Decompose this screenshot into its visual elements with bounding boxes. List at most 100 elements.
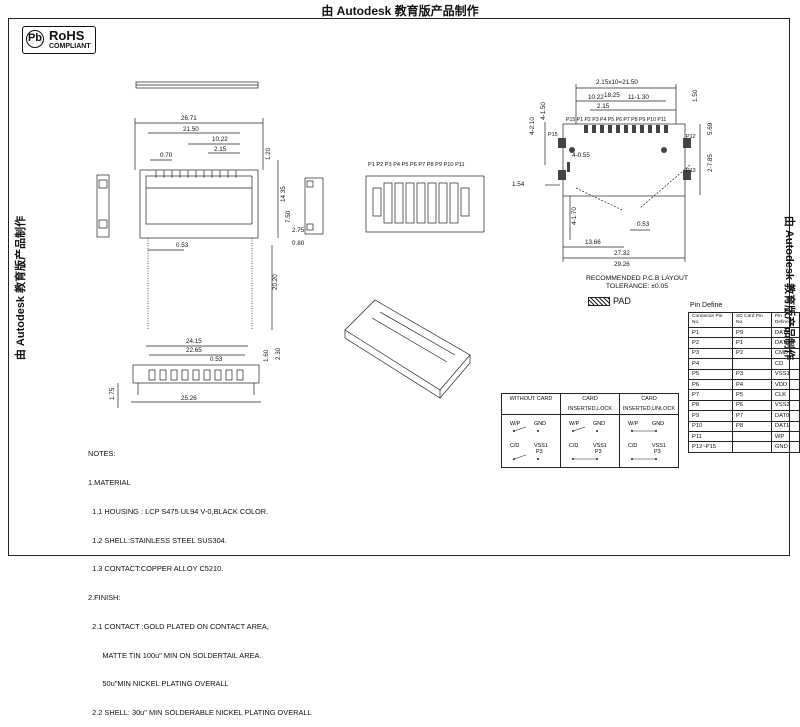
front-view-body bbox=[139, 169, 259, 239]
dim-2-75: 2.75 bbox=[292, 227, 305, 234]
dim-25-26: 25.26 bbox=[181, 395, 197, 402]
svg-text:C/D: C/D bbox=[569, 443, 578, 449]
table-cell: P9 bbox=[687, 410, 734, 422]
pad-legend: PAD bbox=[588, 296, 631, 307]
pcb-dim-1-50: 1.50 bbox=[692, 89, 699, 102]
svg-text:P3: P3 bbox=[536, 449, 543, 455]
pin-define-table: Connector Pin No. SD Card Pin No. Pin De… bbox=[687, 312, 800, 453]
table-cell: DAT0 bbox=[770, 410, 800, 422]
table-cell: P3 bbox=[732, 368, 772, 380]
svg-text:W/P: W/P bbox=[569, 421, 580, 427]
rohs-text: RoHS bbox=[49, 28, 85, 43]
pad-p14 bbox=[558, 170, 566, 180]
table-cell: P8 bbox=[687, 399, 734, 412]
dim-1-60: 1.60 bbox=[263, 349, 270, 362]
table-cell: DAT1 bbox=[770, 420, 800, 432]
dim-2-30: 2.30 bbox=[275, 347, 282, 360]
table-cell: P1 bbox=[687, 326, 734, 339]
note-line: 50u"MIN NICKEL PLATING OVERALL bbox=[88, 679, 229, 689]
pcb-outline bbox=[562, 123, 686, 197]
pcb-dim-2-15: 2.15 bbox=[597, 103, 610, 110]
dim-2-15: 2.15 bbox=[214, 146, 227, 153]
svg-text:GND: GND bbox=[534, 421, 546, 427]
top-pin-labels: P1 P2 P3 P4 P5 P6 P7 P8 P9 P10 P11 bbox=[368, 162, 465, 168]
dim-0-53: 0.53 bbox=[176, 242, 189, 249]
pad-label: PAD bbox=[613, 296, 631, 306]
table-cell: P1 bbox=[732, 337, 772, 349]
note-line: 2.2 SHELL: 30u" MIN SOLDERABLE NICKEL PL… bbox=[88, 708, 312, 718]
table-cell: GND bbox=[770, 441, 800, 453]
table-cell: P2 bbox=[687, 337, 734, 349]
technical-drawing: 26.71 21.50 10.22 2.15 0.70 0.53 14.35 2… bbox=[96, 79, 714, 408]
dim-20-20: 20.20 bbox=[272, 274, 279, 290]
pcb-dim-27-32: 27.32 bbox=[614, 250, 630, 257]
table-cell: P12~P15 bbox=[687, 441, 734, 453]
dim-10-22: 10.22 bbox=[212, 136, 228, 143]
col-header: Pin Define bbox=[770, 312, 800, 328]
right-side-view bbox=[304, 177, 324, 235]
bottom-view-body bbox=[132, 364, 260, 384]
notes-block: NOTES: 1.MATERIAL 1.1 HOUSING : LCP S475… bbox=[88, 430, 312, 727]
table-cell: P7 bbox=[687, 389, 734, 401]
svg-text:GND: GND bbox=[652, 421, 664, 427]
drawing-frame bbox=[8, 18, 790, 556]
pad-hatch-icon bbox=[588, 297, 610, 307]
card-state-table: WITHOUT CARD CARD INSERTED,LOCK CARD INS… bbox=[501, 393, 679, 468]
dim-26-71: 26.71 bbox=[181, 115, 197, 122]
table-cell bbox=[732, 441, 772, 453]
bottom-view-pins bbox=[148, 369, 244, 381]
pcb-dim-pitch: 2.15x10=21.50 bbox=[596, 79, 638, 86]
svg-text:W/P: W/P bbox=[510, 421, 521, 427]
isometric-view bbox=[344, 299, 471, 399]
note-line: 2.FINISH: bbox=[88, 593, 121, 603]
table-cell: VSS2 bbox=[770, 399, 800, 412]
note-line: 1.2 SHELL:STAINLESS STEEL SUS304. bbox=[88, 535, 227, 545]
table-cell: P5 bbox=[732, 389, 772, 401]
svg-text:VSS1: VSS1 bbox=[593, 443, 607, 449]
note-line: 1.1 HOUSING : LCP S475 UL94 V-0,BLACK CO… bbox=[88, 506, 269, 516]
pcb-dim-13-66: 13.66 bbox=[585, 239, 601, 246]
table-cell: P3 bbox=[687, 347, 734, 360]
dim-22-65: 22.65 bbox=[186, 347, 202, 354]
svg-text:P3: P3 bbox=[654, 449, 661, 455]
table-cell: P11 bbox=[687, 430, 734, 443]
note-line: MATTE TIN 100u" MIN ON SOLDERTAIL AREA. bbox=[88, 650, 262, 660]
dim-14-35: 14.35 bbox=[280, 186, 287, 202]
table-cell: P2 bbox=[732, 347, 772, 360]
front-contacts bbox=[155, 170, 237, 178]
pcb-notes: RECOMMENDED P.C.B LAYOUT TOLERANCE: ±0.0… bbox=[578, 275, 696, 291]
pcb-dim-5-69: 5.69 bbox=[707, 122, 714, 135]
pcb-dim-2-7-85: 2-7.85 bbox=[707, 154, 714, 172]
pcb-label-p15: P15 bbox=[548, 132, 558, 138]
table-row: P12~P15 GND bbox=[687, 441, 800, 453]
note-line: 1.3 CONTACT:COPPER ALLOY C5210. bbox=[88, 564, 224, 574]
table-cell: P4 bbox=[732, 378, 772, 391]
state-header: WITHOUT CARD bbox=[501, 393, 561, 415]
table-cell bbox=[732, 430, 772, 443]
pcb-dim-4-1-70: 4-1.70 bbox=[571, 207, 578, 225]
dim-0-80: 0.80 bbox=[292, 240, 305, 247]
table-cell: P9 bbox=[732, 326, 772, 339]
table-cell: VSS1 bbox=[770, 368, 800, 380]
table-cell: P4 bbox=[687, 358, 734, 370]
note-line: 2.1 CONTACT :GOLD PLATED ON CONTACT AREA… bbox=[88, 621, 269, 631]
dim-21-50: 21.50 bbox=[183, 126, 199, 133]
pcb-dim-4-1-50: 4-1.50 bbox=[540, 102, 547, 120]
table-cell: P8 bbox=[732, 420, 772, 432]
svg-text:GND: GND bbox=[593, 421, 605, 427]
table-cell: P6 bbox=[732, 399, 772, 412]
col-header: SD Card Pin No. bbox=[732, 312, 772, 328]
pad-p13 bbox=[683, 170, 691, 180]
svg-text:C/D: C/D bbox=[510, 443, 519, 449]
svg-text:P3: P3 bbox=[595, 449, 602, 455]
table-cell: DAT3 bbox=[770, 337, 800, 349]
